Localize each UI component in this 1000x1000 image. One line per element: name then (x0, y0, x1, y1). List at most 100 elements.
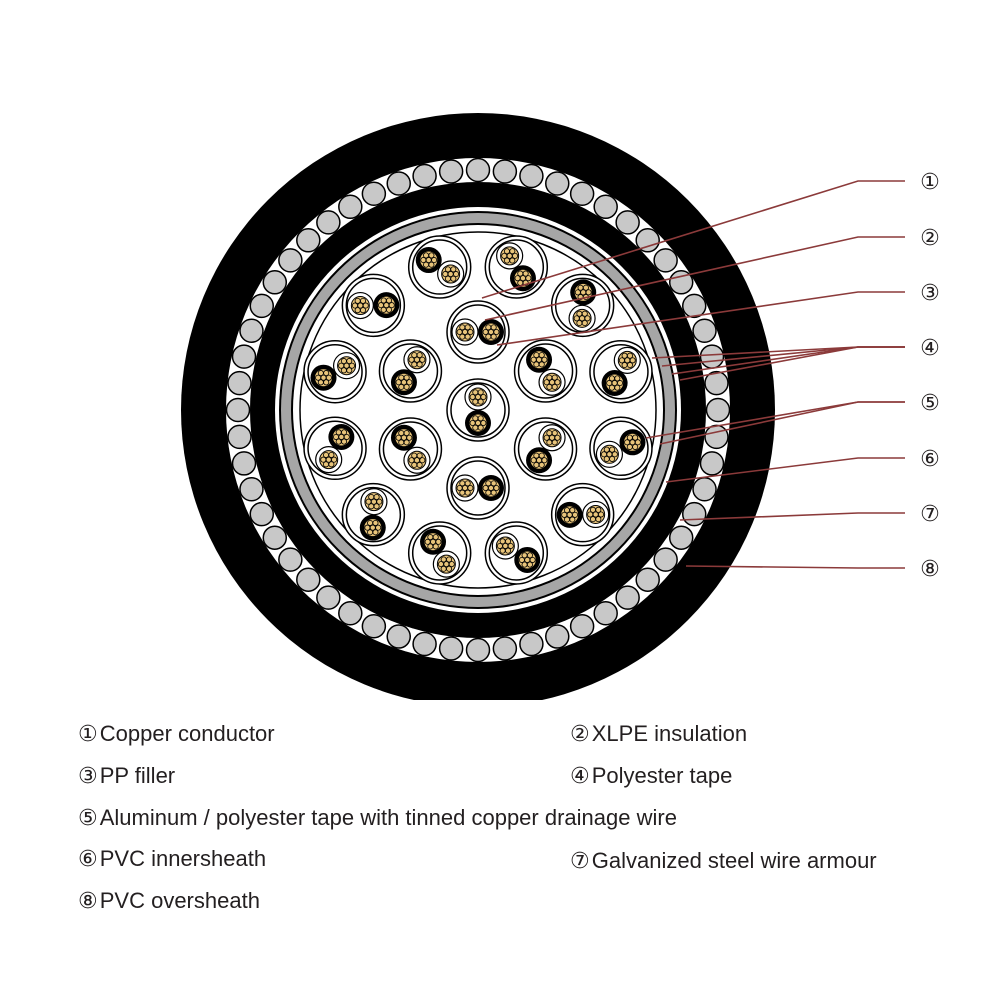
conductor-strand (376, 498, 383, 505)
armour-wire (361, 613, 387, 639)
screened-pair (446, 378, 510, 442)
conductor-strand (360, 307, 367, 314)
conductor-strand (554, 379, 561, 386)
conductor-strand (576, 320, 583, 327)
conductor-strand (323, 379, 330, 386)
conductor-strand (573, 315, 580, 322)
conductor-strand (626, 362, 633, 369)
legend-number: ⑤ (78, 806, 98, 831)
conductor-strand (581, 320, 588, 327)
conductor-strand (373, 503, 380, 510)
armour-wire (668, 525, 694, 550)
conductor-strand (485, 480, 492, 487)
leader-line (665, 457, 905, 483)
armour-wire (338, 600, 363, 626)
conductor-strand (372, 519, 379, 526)
conductor-strand (595, 506, 602, 513)
conductor-strand (411, 452, 418, 459)
conductor-strand (340, 358, 347, 365)
armour-wire (227, 424, 252, 450)
conductor-strand (372, 529, 379, 536)
conductor-strand (354, 297, 361, 304)
conductor-strand (423, 252, 430, 259)
conductor-strand (472, 424, 479, 431)
conductor-strand (467, 484, 474, 491)
conductor-strand (464, 480, 471, 487)
legend-number: ① (78, 722, 98, 747)
conductor-strand (428, 252, 435, 259)
conductor-strand (587, 511, 594, 518)
conductor-strand (351, 302, 358, 309)
conductor-strand (348, 362, 355, 369)
conductor-strand (546, 374, 553, 381)
conductor-strand (459, 324, 466, 331)
armour-wire (239, 477, 264, 502)
conductor-strand (517, 270, 524, 277)
leader-line (679, 346, 905, 381)
conductor-strand (446, 565, 453, 572)
conductor-strand (521, 552, 528, 559)
armour-wire (386, 624, 411, 649)
callout-number: ④ (920, 336, 940, 361)
conductor-strand (632, 434, 639, 441)
conductor-strand (629, 357, 636, 364)
conductor-strand (323, 451, 330, 458)
conductor-strand (427, 543, 434, 550)
conductor-strand (493, 328, 500, 335)
conductor-strand (603, 446, 610, 453)
legend-label: Polyester tape (591, 763, 733, 788)
conductor-strand (469, 419, 476, 426)
armour-wire (569, 181, 595, 207)
conductor-strand (541, 356, 548, 363)
conductor-strand (509, 257, 516, 264)
conductor-strand (533, 461, 540, 468)
conductor-strand (408, 356, 415, 363)
armour-wire (593, 600, 618, 626)
conductor-strand (503, 257, 510, 264)
legend-label: PVC oversheath (99, 888, 260, 913)
conductor-strand (538, 352, 545, 359)
conductor-strand (341, 429, 348, 436)
conductor-strand (328, 451, 335, 458)
conductor-strand (598, 511, 605, 518)
armour-wire (615, 585, 640, 610)
galvanized-steel-wire-armour (225, 157, 731, 663)
armour-wire (668, 270, 694, 295)
callout-number: ⑥ (920, 447, 940, 472)
conductor-strand (505, 538, 512, 545)
armour-wire (704, 424, 729, 450)
conductor-strand (614, 384, 621, 391)
conductor-strand (380, 297, 387, 304)
armour-wire (438, 159, 464, 184)
conductor-strand (490, 489, 497, 496)
conductor-strand (365, 498, 372, 505)
cable-pairs (303, 235, 653, 585)
conductor-strand (551, 383, 558, 390)
conductor-strand (364, 524, 371, 531)
conductor-strand (398, 439, 405, 446)
conductor-strand (317, 379, 324, 386)
conductor-strand (444, 266, 451, 273)
conductor-strand (543, 379, 550, 386)
callout-number: ⑤ (920, 391, 940, 416)
conductor-strand (419, 356, 426, 363)
conductor-strand (499, 538, 506, 545)
conductor-strand (340, 367, 347, 374)
conductor-strand (538, 361, 545, 368)
conductor-strand (386, 297, 393, 304)
conductor-strand (626, 352, 633, 359)
armour-wire (692, 318, 717, 343)
conductor-strand (446, 556, 453, 563)
conductor-strand (554, 434, 561, 441)
conductor-strand (490, 333, 497, 340)
armour-wire (296, 567, 321, 592)
conductor-strand (317, 370, 324, 377)
armour-wire (704, 370, 729, 396)
conductor-strand (608, 375, 615, 382)
conductor-strand (563, 507, 570, 514)
conductor-strand (423, 261, 430, 268)
legend-label: Aluminum / polyester tape with tinned co… (99, 805, 677, 830)
conductor-strand (624, 439, 631, 446)
screened-pair (378, 339, 443, 403)
legend-label: PVC innersheath (99, 846, 267, 871)
